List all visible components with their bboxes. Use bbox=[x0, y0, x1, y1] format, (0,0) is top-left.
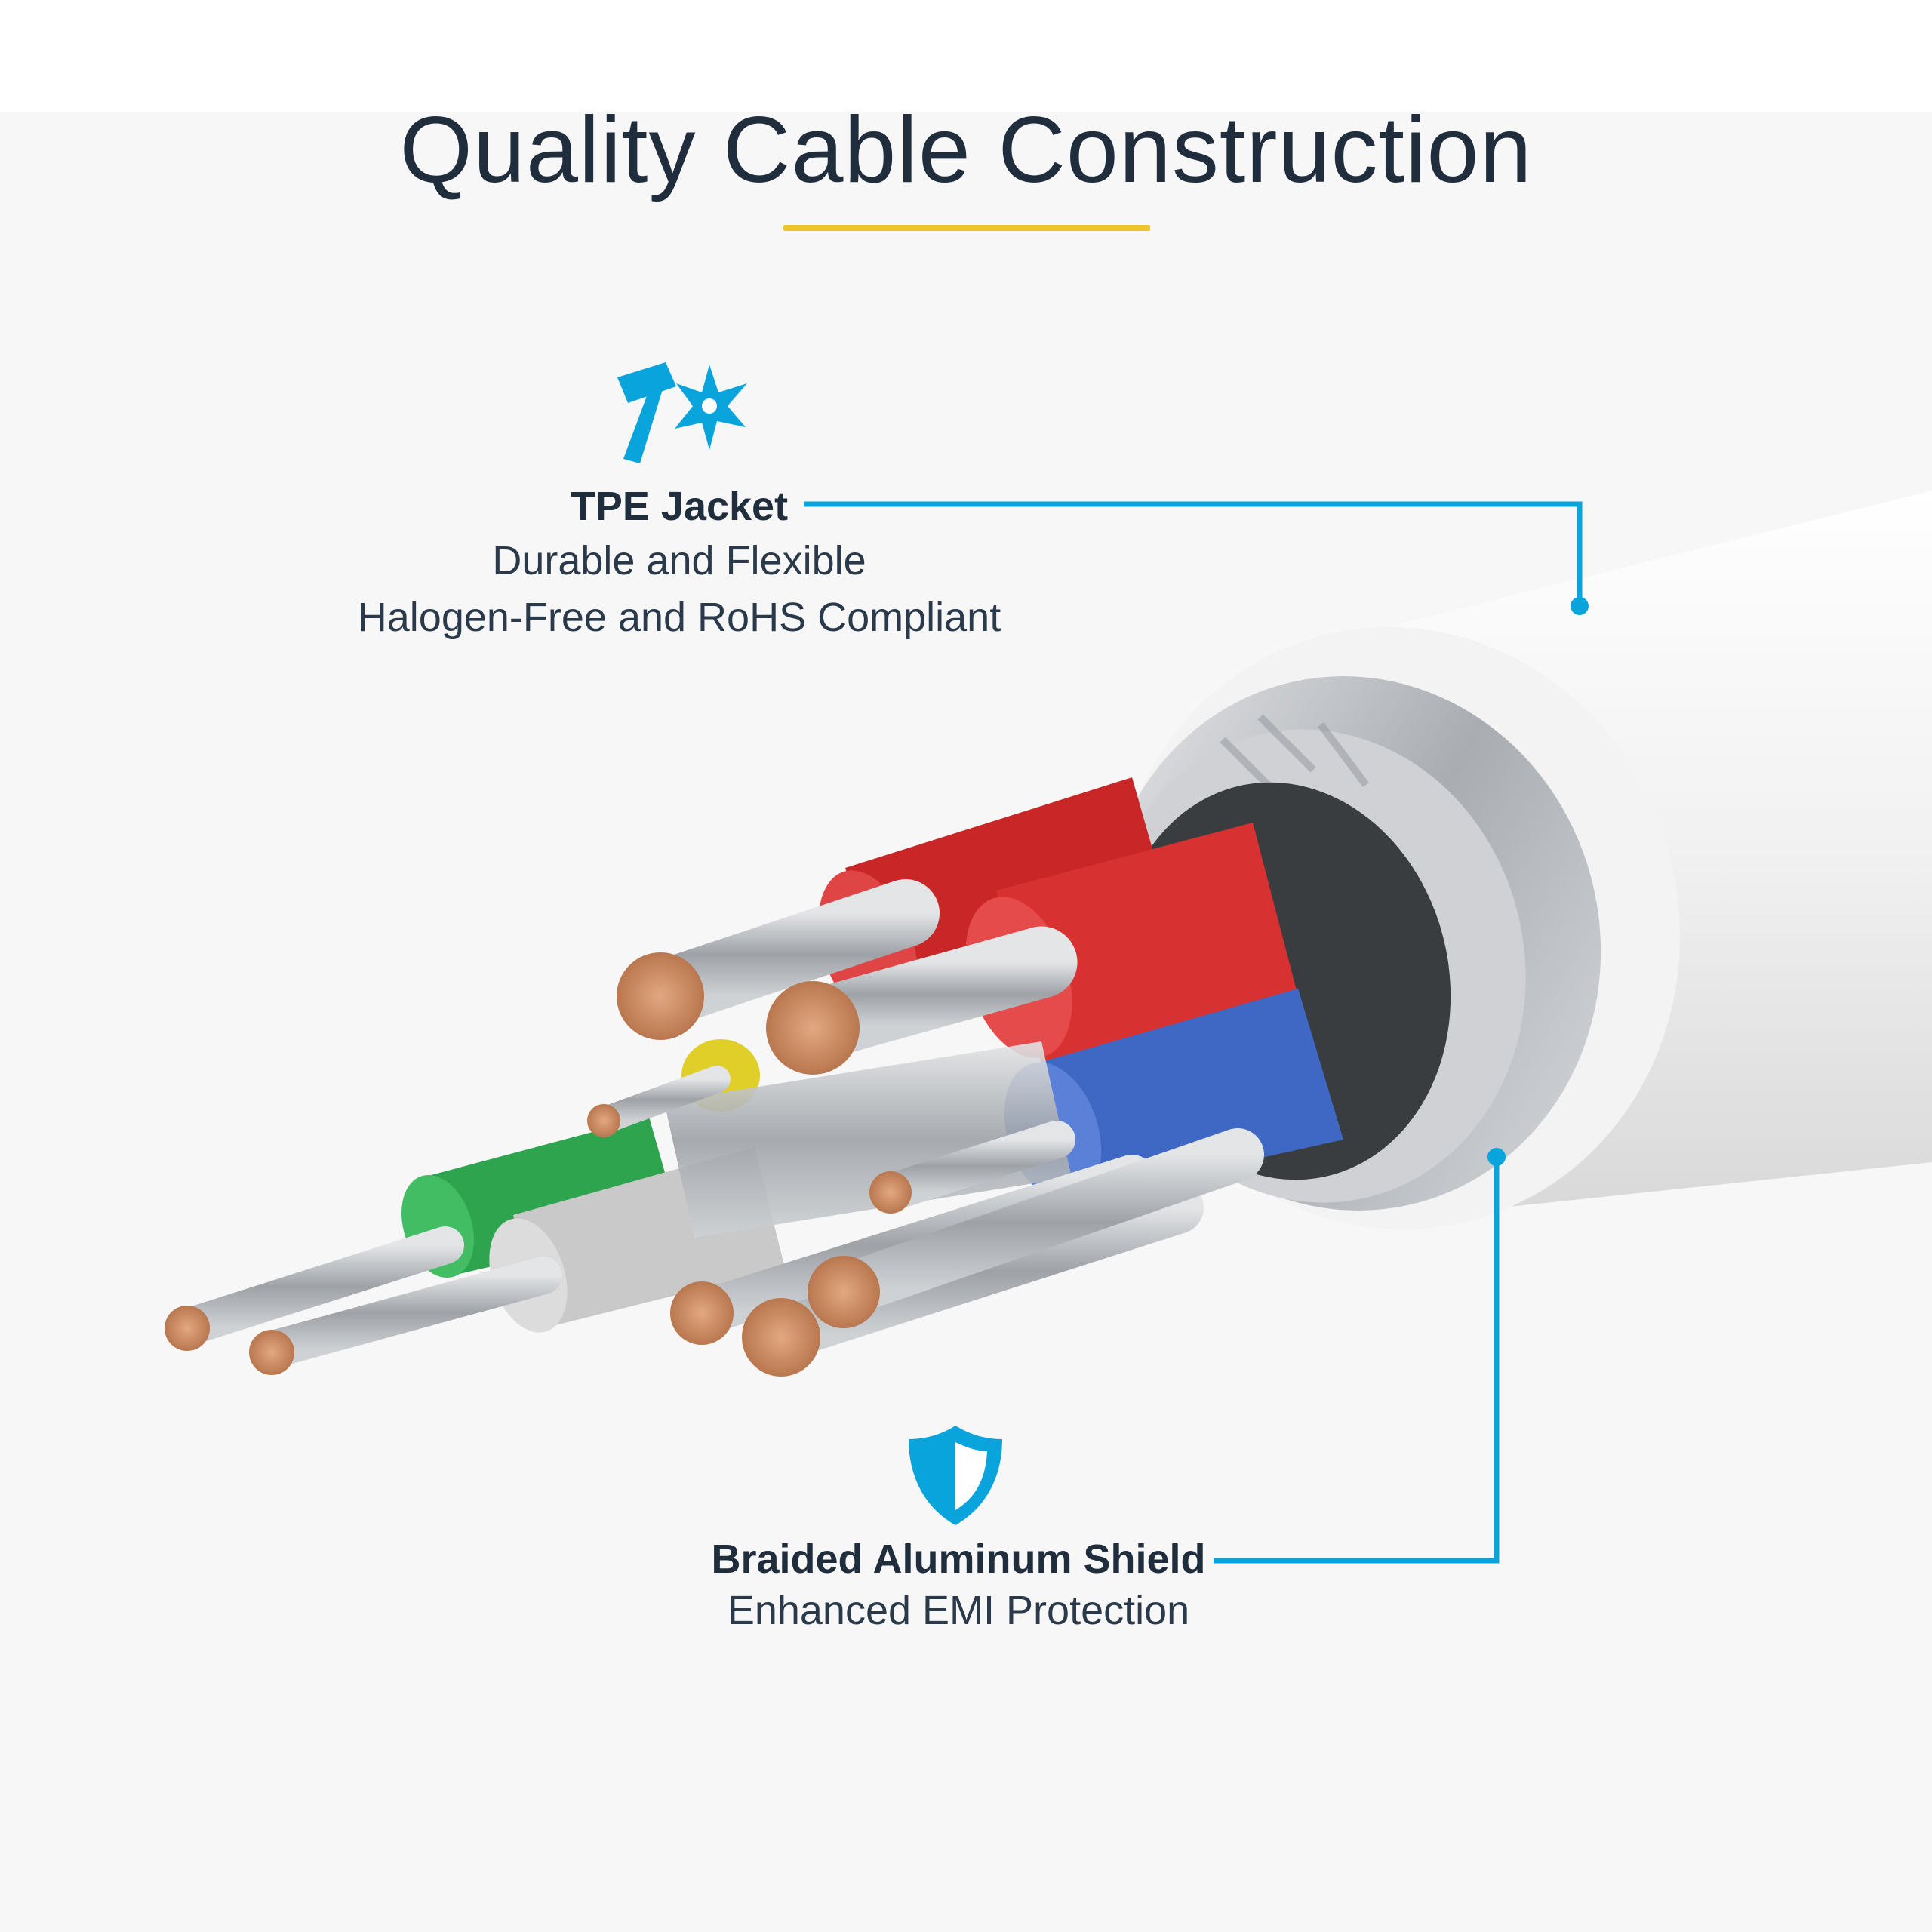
jacket-leader-dot bbox=[1571, 597, 1589, 615]
page-title: Quality Cable Construction bbox=[399, 98, 1533, 202]
braided-shield-desc: Enhanced EMI Protection bbox=[727, 1588, 1190, 1633]
shield-icon bbox=[909, 1426, 1002, 1525]
tpe-jacket-desc-2: Halogen-Free and RoHS Compliant bbox=[357, 595, 1001, 640]
tpe-jacket-label: TPE Jacket bbox=[570, 484, 789, 529]
jacket-leader-line bbox=[804, 501, 1583, 604]
shield-leader-dot bbox=[1487, 1148, 1506, 1166]
shield-leader-line bbox=[1214, 1158, 1500, 1564]
hammer-impact-icon bbox=[617, 362, 747, 463]
tpe-jacket-callout: TPE Jacket Durable and Flexible Halogen-… bbox=[317, 483, 1041, 646]
tpe-jacket-desc-1: Durable and Flexible bbox=[492, 538, 866, 583]
braided-shield-callout: Braided Aluminum Shield Enhanced EMI Pro… bbox=[619, 1536, 1298, 1639]
braided-shield-label: Braided Aluminum Shield bbox=[711, 1537, 1206, 1582]
copper-ends bbox=[165, 952, 912, 1377]
title-underline bbox=[783, 225, 1150, 231]
